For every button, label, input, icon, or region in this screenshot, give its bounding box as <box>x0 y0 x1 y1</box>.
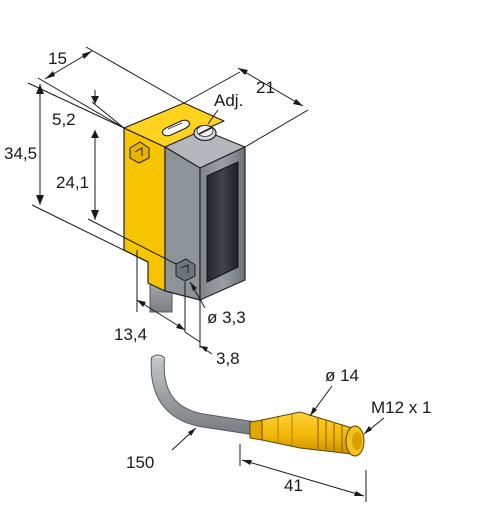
dim-cable-length-label: 150 <box>126 453 154 472</box>
dim-thread-label: M12 x 1 <box>371 398 431 417</box>
dim-connector-length-label: 41 <box>284 476 303 495</box>
dim-hole-edge-label: 3,8 <box>216 349 240 368</box>
dim-connector-diameter-label: ø 14 <box>325 366 359 385</box>
dimension-lines <box>27 46 385 502</box>
dim-hole-diameter-label: ø 3,3 <box>207 308 246 327</box>
dimension-labels: 15 21 Adj. 5,2 34,5 24,1 ø 3,3 13,4 3,8 … <box>4 49 431 495</box>
lens-window <box>206 161 239 283</box>
mounting-hole-upper <box>129 141 150 164</box>
mounting-hole-lower <box>175 258 196 282</box>
dim-height-lens-label: 24,1 <box>56 173 89 192</box>
sensor-housing <box>123 102 246 313</box>
dim-height-total-label: 34,5 <box>4 144 37 163</box>
dim-depth-label: 21 <box>256 78 275 97</box>
adjust-label: Adj. <box>214 91 243 110</box>
m12-connector <box>249 411 365 457</box>
cable-assembly <box>150 354 365 457</box>
cable-cut-end <box>150 354 166 359</box>
dim-width-label: 15 <box>48 49 67 68</box>
adjustment-screw <box>193 124 217 142</box>
dim-offset-top-label: 5,2 <box>52 110 76 129</box>
led-window <box>161 119 191 137</box>
dim-hole-offset-label: 13,4 <box>114 325 147 344</box>
